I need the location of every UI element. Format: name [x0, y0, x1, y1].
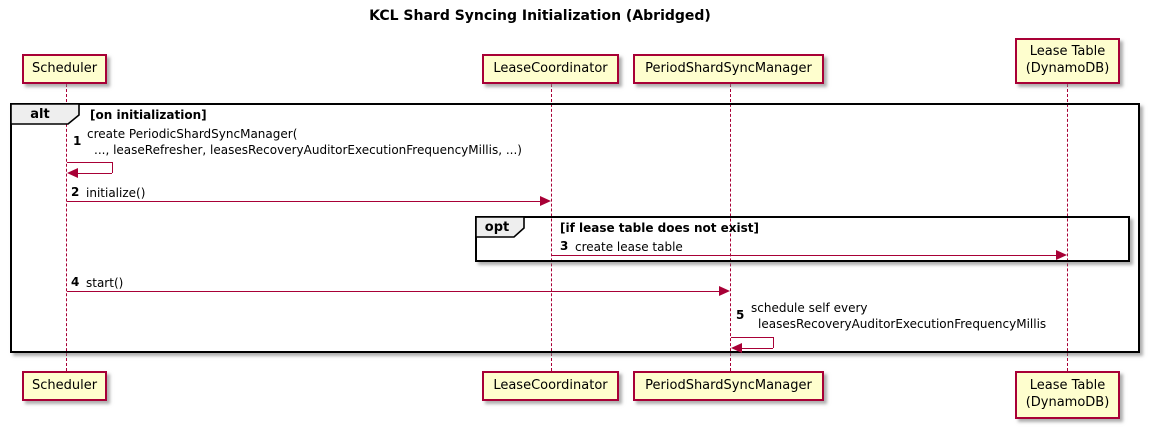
participant-scheduler-bottom-label: Scheduler: [31, 377, 98, 393]
participant-period-shard-sync-manager-top-label: PeriodShardSyncManager: [645, 60, 812, 76]
participant-lease-table-bottom: Lease Table (DynamoDB): [1015, 371, 1120, 419]
message-1-self-arrow-side: [112, 162, 113, 173]
message-3-number: 3: [560, 239, 569, 253]
message-2-line: [67, 201, 541, 202]
message-2-label: initialize(): [86, 186, 146, 200]
message-5-line2: leasesRecoveryAuditorExecutionFrequencyM…: [758, 317, 1047, 331]
alt-frame-condition: [on initialization]: [90, 108, 207, 122]
message-1-arrowhead: [67, 168, 78, 178]
message-2-number: 2: [71, 185, 80, 199]
message-4-arrowhead: [719, 286, 730, 296]
participant-period-shard-sync-manager-top: PeriodShardSyncManager: [633, 54, 824, 84]
participant-period-shard-sync-manager-bottom: PeriodShardSyncManager: [633, 371, 824, 401]
participant-lease-table-top-label-line1: Lease Table: [1029, 44, 1106, 60]
message-5-label: schedule self every leasesRecoveryAudito…: [751, 300, 1046, 332]
message-5-arrowhead: [731, 343, 742, 353]
opt-frame-condition: [if lease table does not exist]: [560, 221, 760, 235]
lifeline-scheduler: [66, 84, 67, 371]
participant-lease-table-bottom-label-line1: Lease Table: [1029, 378, 1106, 394]
participant-lease-table-top-label-line2: (DynamoDB): [1025, 61, 1110, 76]
lifeline-lease-table: [1067, 84, 1068, 371]
alt-frame-keyword: alt: [30, 107, 50, 122]
participant-lease-coordinator-top: LeaseCoordinator: [482, 54, 619, 84]
message-1-label: create PeriodicShardSyncManager( ..., le…: [87, 126, 522, 158]
lifeline-period-shard-sync-manager: [730, 84, 731, 371]
message-3-label: create lease table: [575, 240, 683, 254]
participant-scheduler-top-label: Scheduler: [31, 60, 98, 76]
alt-frame: alt [on initialization]: [10, 103, 1140, 353]
message-1-self-arrow-bottom: [77, 173, 112, 174]
message-5-self-arrow-side: [773, 337, 774, 348]
message-3-arrowhead: [1056, 250, 1067, 260]
message-4-number: 4: [71, 275, 80, 289]
message-4-label: start(): [86, 276, 124, 290]
message-5-self-arrow-top: [731, 337, 773, 338]
participant-scheduler-top: Scheduler: [22, 54, 107, 84]
opt-frame: opt [if lease table does not exist]: [475, 216, 1130, 262]
participant-lease-table-bottom-label-line2: (DynamoDB): [1025, 395, 1110, 410]
message-2-arrowhead: [540, 196, 551, 206]
participant-scheduler-bottom: Scheduler: [22, 371, 107, 401]
participant-lease-coordinator-bottom-label: LeaseCoordinator: [493, 377, 608, 393]
message-5-number: 5: [736, 308, 745, 322]
message-5-line1: schedule self every: [751, 301, 868, 315]
message-5-self-arrow-bottom: [741, 348, 773, 349]
participant-lease-table-top: Lease Table (DynamoDB): [1015, 38, 1120, 84]
message-1-self-arrow-top: [67, 162, 112, 163]
diagram-title: KCL Shard Syncing Initialization (Abridg…: [369, 8, 711, 24]
alt-frame-label-pentagon: [10, 103, 80, 125]
participant-lease-coordinator-bottom: LeaseCoordinator: [482, 371, 619, 401]
participant-lease-coordinator-top-label: LeaseCoordinator: [493, 60, 608, 76]
lifeline-lease-coordinator: [551, 84, 552, 371]
opt-frame-label-pentagon: [475, 216, 525, 238]
message-1-line2: ..., leaseRefresher, leasesRecoveryAudit…: [94, 143, 522, 157]
opt-frame-keyword: opt: [484, 220, 510, 235]
message-4-line: [67, 291, 720, 292]
message-1-number: 1: [73, 134, 82, 148]
message-1-line1: create PeriodicShardSyncManager(: [87, 127, 298, 141]
participant-period-shard-sync-manager-bottom-label: PeriodShardSyncManager: [645, 377, 812, 393]
message-3-line: [552, 255, 1056, 256]
